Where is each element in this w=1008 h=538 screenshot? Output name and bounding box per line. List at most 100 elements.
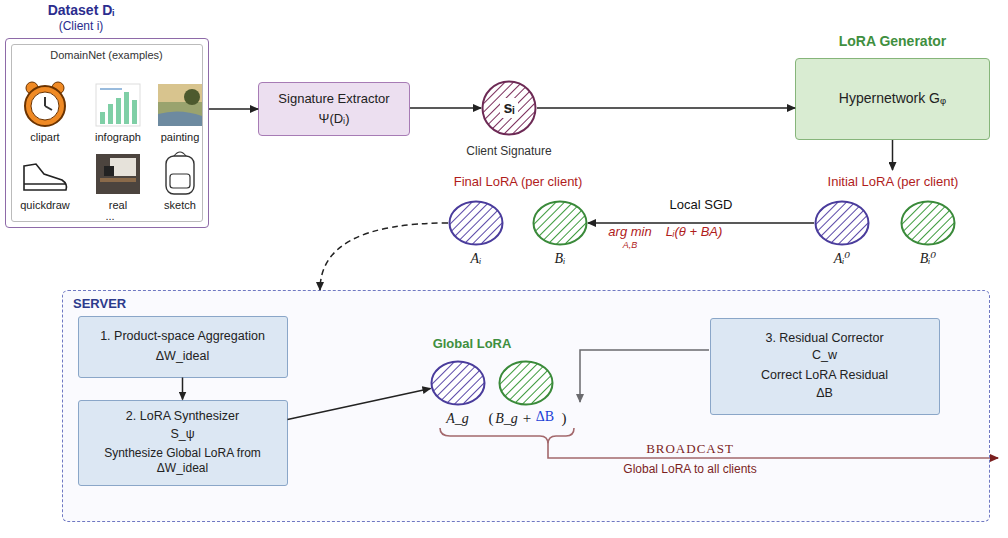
plus-symbol: + bbox=[523, 409, 531, 427]
bracket-symbol: ) bbox=[562, 409, 567, 427]
backpack-body bbox=[166, 156, 194, 194]
formula-label: arg min bbox=[608, 224, 651, 240]
circle-outline bbox=[814, 200, 870, 246]
hatched-ellipse bbox=[483, 82, 536, 135]
broadcast-note: Global LoRA to all clients bbox=[623, 462, 756, 476]
node-title: 1. Product-space Aggregation bbox=[100, 329, 265, 345]
chart-frame bbox=[96, 84, 140, 126]
shoe-outline bbox=[24, 164, 67, 190]
bracket-symbol: ( bbox=[489, 409, 494, 427]
circle-outline bbox=[498, 360, 554, 406]
arrow-connector bbox=[410, 107, 481, 109]
chart-bar bbox=[124, 92, 129, 124]
backpack-handle bbox=[174, 152, 186, 156]
clock-hands bbox=[45, 97, 52, 110]
server-box: SERVER 1. Product-space AggregationΔW_ide… bbox=[62, 290, 990, 522]
node-title: 3. Residual Corrector bbox=[765, 331, 883, 347]
painting-water bbox=[158, 111, 202, 126]
image-label: sketch bbox=[164, 199, 196, 212]
image-label: painting bbox=[161, 131, 200, 144]
image-label: infograph bbox=[95, 131, 141, 144]
circle-outline bbox=[430, 360, 486, 406]
node-title: Bᵢ bbox=[532, 250, 588, 268]
infograph-chart bbox=[96, 84, 140, 126]
node-text: ΔB bbox=[816, 386, 833, 402]
section-label: Global LoRA bbox=[433, 336, 512, 352]
arrow-connector bbox=[320, 223, 448, 290]
photo-monitor bbox=[104, 166, 114, 176]
node-title: Signature Extractor bbox=[278, 91, 389, 107]
node-text: Synthesize Global LoRA from ΔW_ideal bbox=[95, 446, 270, 476]
hatched-ellipse bbox=[534, 202, 587, 245]
section-label: Initial LoRA (per client) bbox=[828, 174, 959, 190]
lora-a-circle: A_g bbox=[430, 360, 486, 406]
node-text: ΔW_ideal bbox=[156, 349, 210, 365]
node-text: Correct LoRA Residual bbox=[761, 368, 888, 384]
hatched-ellipse bbox=[902, 202, 955, 245]
lora-b-circle: B_g bbox=[498, 360, 554, 406]
node-title: A_g bbox=[430, 410, 486, 428]
node-title: Aᵢ⁰ bbox=[814, 250, 870, 268]
generator-box: LoRA GeneratorHypernetwork Gᵩ bbox=[795, 58, 990, 140]
process-box: 2. LoRA SynthesizerS_ψSynthesize Global … bbox=[78, 400, 288, 486]
backpack-pocket bbox=[170, 174, 190, 188]
sketch-backpack bbox=[166, 152, 194, 194]
node-title: 2. LoRA Synthesizer bbox=[126, 409, 239, 425]
photo-room bbox=[96, 154, 140, 194]
node-title: B_g bbox=[492, 410, 522, 428]
hatched-ellipse bbox=[499, 361, 552, 404]
quickdraw-shoe bbox=[24, 164, 67, 190]
process-box: 3. Residual CorrectorC_wCorrect LoRA Res… bbox=[710, 318, 940, 415]
formula-subscript: A,B bbox=[623, 240, 638, 251]
chart-bar bbox=[108, 104, 113, 124]
node-title: LoRA Generator bbox=[796, 33, 989, 51]
arrow-connector bbox=[537, 107, 795, 109]
arrow-connector bbox=[288, 388, 431, 419]
arrow-connector bbox=[588, 222, 814, 224]
circle-outline bbox=[448, 200, 504, 246]
node-text: C_w bbox=[812, 348, 837, 364]
node-title: Dataset Dᵢ bbox=[6, 2, 156, 20]
node-text: S_ψ bbox=[170, 427, 194, 443]
node-title: Aᵢ bbox=[448, 250, 504, 268]
node-title: SERVER bbox=[73, 296, 126, 312]
section-label: Final LoRA (per client) bbox=[454, 174, 583, 190]
node-text: Ψ(Dᵢ) bbox=[319, 111, 350, 127]
node-text: Hypernetwork Gᵩ bbox=[839, 90, 946, 108]
chart-bar bbox=[132, 100, 137, 124]
arrow-connector bbox=[182, 378, 184, 400]
edge-label: Local SGD bbox=[670, 197, 733, 213]
hatched-ellipse bbox=[431, 361, 484, 404]
extractor-box: Signature ExtractorΨ(Dᵢ) bbox=[258, 82, 410, 136]
residual-label: ΔB bbox=[536, 409, 554, 426]
process-box: 1. Product-space AggregationΔW_ideal bbox=[78, 316, 288, 378]
chart-title-bar bbox=[100, 88, 122, 90]
hatched-ellipse bbox=[450, 202, 503, 245]
shoe-sole bbox=[24, 183, 66, 184]
node-text: Client Signature bbox=[441, 144, 577, 159]
node-title: Bᵢ⁰ bbox=[900, 250, 956, 268]
node-title: DomainNet (examples) bbox=[12, 49, 202, 63]
image-label: quickdraw bbox=[20, 199, 70, 212]
circle-outline bbox=[532, 200, 588, 246]
node-text: (Client i) bbox=[6, 19, 156, 34]
ellipsis-label: ... bbox=[105, 210, 114, 223]
chart-bar bbox=[116, 98, 121, 124]
signature-circle: sᵢClient Signature bbox=[481, 80, 537, 136]
photo-desk bbox=[100, 178, 136, 182]
formula-label: Lᵢ(θ + BA) bbox=[666, 224, 723, 240]
lora-a-circle: Aᵢ⁰ bbox=[814, 200, 870, 246]
arrow-connector bbox=[209, 108, 258, 110]
chart-bar bbox=[100, 112, 105, 124]
lora-b-circle: Bᵢ bbox=[532, 200, 588, 246]
arrow-connector bbox=[892, 140, 894, 170]
node-title: sᵢ bbox=[500, 98, 517, 118]
circle-outline bbox=[900, 200, 956, 246]
hatched-ellipse bbox=[816, 202, 869, 245]
clipart-clock bbox=[25, 82, 65, 126]
painting-ground bbox=[158, 84, 202, 126]
real-photo bbox=[96, 154, 140, 194]
painting-tree bbox=[184, 89, 200, 105]
clock-body bbox=[25, 86, 65, 126]
